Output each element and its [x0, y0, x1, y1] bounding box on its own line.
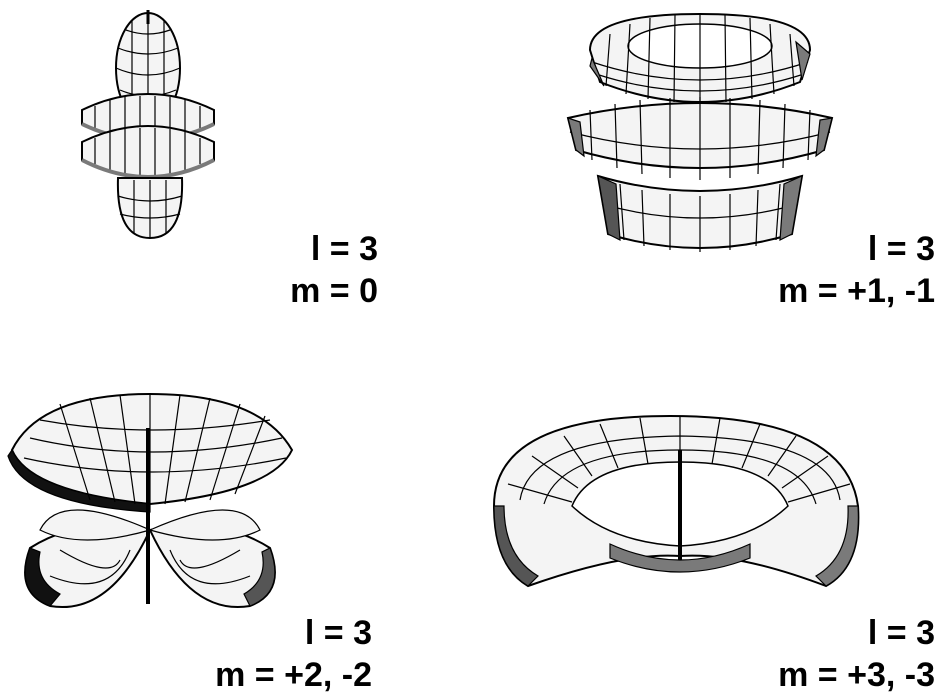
- orbital-m0-icon: [81, 10, 215, 240]
- panel-m1: l = 3 m = +1, -1: [480, 0, 939, 330]
- orbital-m2-icon: [7, 392, 294, 608]
- l-label: l = 3: [304, 614, 372, 652]
- panel-m2: l = 3 m = +2, -2: [0, 380, 400, 695]
- m-label: m = +1, -1: [778, 272, 935, 310]
- orbital-label-m3: l = 3 m = +3, -3: [778, 612, 935, 696]
- m-label: m = 0: [290, 272, 378, 310]
- m-label: m = +2, -2: [215, 656, 372, 694]
- panel-m0: l = 3 m = 0: [0, 0, 400, 330]
- m-label: m = +3, -3: [778, 656, 935, 694]
- panel-m3: l = 3 m = +3, -3: [480, 380, 939, 695]
- orbital-m1-icon: [566, 12, 834, 252]
- orbital-label-m2: l = 3 m = +2, -2: [215, 612, 372, 696]
- orbital-m3-icon: [492, 414, 860, 588]
- l-label: l = 3: [867, 614, 935, 652]
- orbital-label-m1: l = 3 m = +1, -1: [778, 228, 935, 312]
- l-label: l = 3: [310, 230, 378, 268]
- l-label: l = 3: [867, 230, 935, 268]
- orbital-label-m0: l = 3 m = 0: [290, 228, 378, 312]
